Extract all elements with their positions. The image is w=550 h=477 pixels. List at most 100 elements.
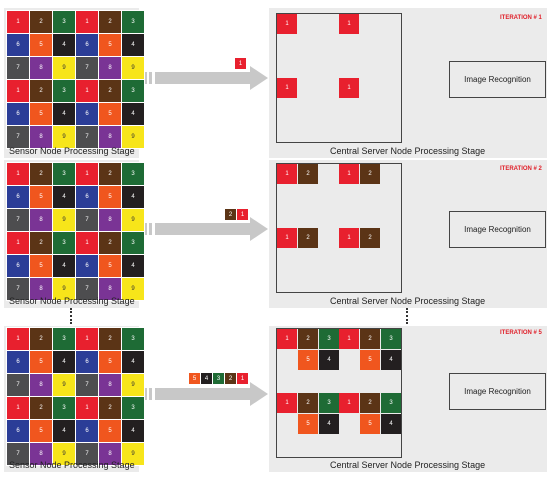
grid-cell: 2 xyxy=(99,11,121,33)
grid-cell: 4 xyxy=(122,255,144,277)
grid-cell: 7 xyxy=(7,209,29,231)
sensor-caption-1: Sensor Node Processing Stage xyxy=(9,146,135,156)
grid-cell: 7 xyxy=(7,126,29,148)
grid-cell: 2 xyxy=(30,328,52,350)
grid-cell: 7 xyxy=(76,126,98,148)
grid-cell: 3 xyxy=(122,11,144,33)
grid-cell: 4 xyxy=(53,103,75,125)
grid-cell: 7 xyxy=(7,443,29,465)
grid-cell: 7 xyxy=(76,374,98,396)
grid-cell: 1 xyxy=(76,163,98,185)
packet-3-block: 4 xyxy=(201,373,212,384)
server-frame-1: 1 1 1 1 xyxy=(276,13,402,143)
grid-cell: 7 xyxy=(76,57,98,79)
server-frame-3: 1 2 3 1 2 3 5 4 5 4 1 2 3 1 2 3 5 4 5 4 xyxy=(276,328,402,458)
grid-cell: 1 xyxy=(7,11,29,33)
grid-cell: 8 xyxy=(30,374,52,396)
grid-cell: 5 xyxy=(99,351,121,373)
grid-cell: 9 xyxy=(53,209,75,231)
server-block: 1 xyxy=(277,329,297,349)
server-block: 2 xyxy=(298,329,318,349)
grid-cell: 4 xyxy=(53,34,75,56)
server-block: 2 xyxy=(298,164,318,184)
packet-1-block: 1 xyxy=(235,58,246,69)
packet-3-block: 2 xyxy=(225,373,236,384)
arrow-sensor-to-server-2 xyxy=(139,217,268,241)
grid-cell: 4 xyxy=(53,351,75,373)
grid-cell: 8 xyxy=(99,57,121,79)
grid-cell: 2 xyxy=(30,80,52,102)
grid-cell: 6 xyxy=(7,103,29,125)
grid-cell: 1 xyxy=(7,163,29,185)
grid-cell: 5 xyxy=(99,186,121,208)
grid-cell: 6 xyxy=(7,34,29,56)
grid-cell: 8 xyxy=(99,278,121,300)
grid-cell: 7 xyxy=(76,443,98,465)
grid-cell: 1 xyxy=(76,11,98,33)
grid-cell: 8 xyxy=(30,443,52,465)
server-caption-1: Central Server Node Processing Stage xyxy=(330,146,486,156)
grid-cell: 5 xyxy=(30,186,52,208)
image-recognition-box-2: Image Recognition xyxy=(449,211,546,248)
grid-cell: 3 xyxy=(53,11,75,33)
server-block: 2 xyxy=(298,228,318,248)
grid-cell: 9 xyxy=(122,126,144,148)
server-block: 3 xyxy=(319,393,339,413)
server-block: 1 xyxy=(277,78,297,98)
grid-cell: 9 xyxy=(53,374,75,396)
grid-cell: 1 xyxy=(7,80,29,102)
server-block: 2 xyxy=(360,164,380,184)
grid-cell: 9 xyxy=(122,278,144,300)
server-block: 4 xyxy=(381,350,401,370)
grid-cell: 5 xyxy=(99,255,121,277)
grid-cell: 3 xyxy=(53,397,75,419)
sensor-caption-3: Sensor Node Processing Stage xyxy=(9,460,135,470)
grid-cell: 5 xyxy=(30,420,52,442)
server-block: 1 xyxy=(277,164,297,184)
server-frame-2: 1 2 1 2 1 2 1 2 xyxy=(276,163,402,293)
grid-cell: 7 xyxy=(7,278,29,300)
server-block: 1 xyxy=(277,228,297,248)
server-block: 2 xyxy=(360,228,380,248)
grid-cell: 8 xyxy=(99,443,121,465)
arrow-sensor-to-server-3 xyxy=(139,382,268,406)
server-block: 5 xyxy=(298,350,318,370)
grid-cell: 7 xyxy=(76,209,98,231)
server-block: 5 xyxy=(360,350,380,370)
grid-cell: 3 xyxy=(53,80,75,102)
server-block: 4 xyxy=(381,414,401,434)
server-caption-2: Central Server Node Processing Stage xyxy=(330,296,486,306)
image-recognition-box-3: Image Recognition xyxy=(449,373,546,410)
grid-cell: 6 xyxy=(76,351,98,373)
server-block: 1 xyxy=(339,329,359,349)
grid-cell: 3 xyxy=(53,232,75,254)
grid-cell: 6 xyxy=(76,420,98,442)
server-block: 2 xyxy=(360,329,380,349)
server-block: 1 xyxy=(339,14,359,34)
grid-cell: 1 xyxy=(76,80,98,102)
grid-cell: 6 xyxy=(7,186,29,208)
grid-cell: 6 xyxy=(76,255,98,277)
grid-cell: 2 xyxy=(99,328,121,350)
server-block: 1 xyxy=(277,14,297,34)
grid-cell: 9 xyxy=(53,443,75,465)
iteration-label-1: ITERATION # 1 xyxy=(500,15,542,21)
iteration-label-2: ITERATION # 2 xyxy=(500,166,542,172)
server-block: 3 xyxy=(381,393,401,413)
server-block: 1 xyxy=(277,393,297,413)
grid-cell: 5 xyxy=(30,34,52,56)
grid-cell: 6 xyxy=(7,420,29,442)
grid-cell: 1 xyxy=(7,397,29,419)
server-block: 3 xyxy=(319,329,339,349)
grid-cell: 4 xyxy=(53,420,75,442)
grid-cell: 9 xyxy=(122,443,144,465)
server-block: 5 xyxy=(360,414,380,434)
grid-cell: 3 xyxy=(53,163,75,185)
grid-cell: 9 xyxy=(53,126,75,148)
grid-cell: 3 xyxy=(122,397,144,419)
server-block: 1 xyxy=(339,393,359,413)
iteration-label-3: ITERATION # 5 xyxy=(500,330,542,336)
ellipsis-dots-left xyxy=(70,308,74,324)
